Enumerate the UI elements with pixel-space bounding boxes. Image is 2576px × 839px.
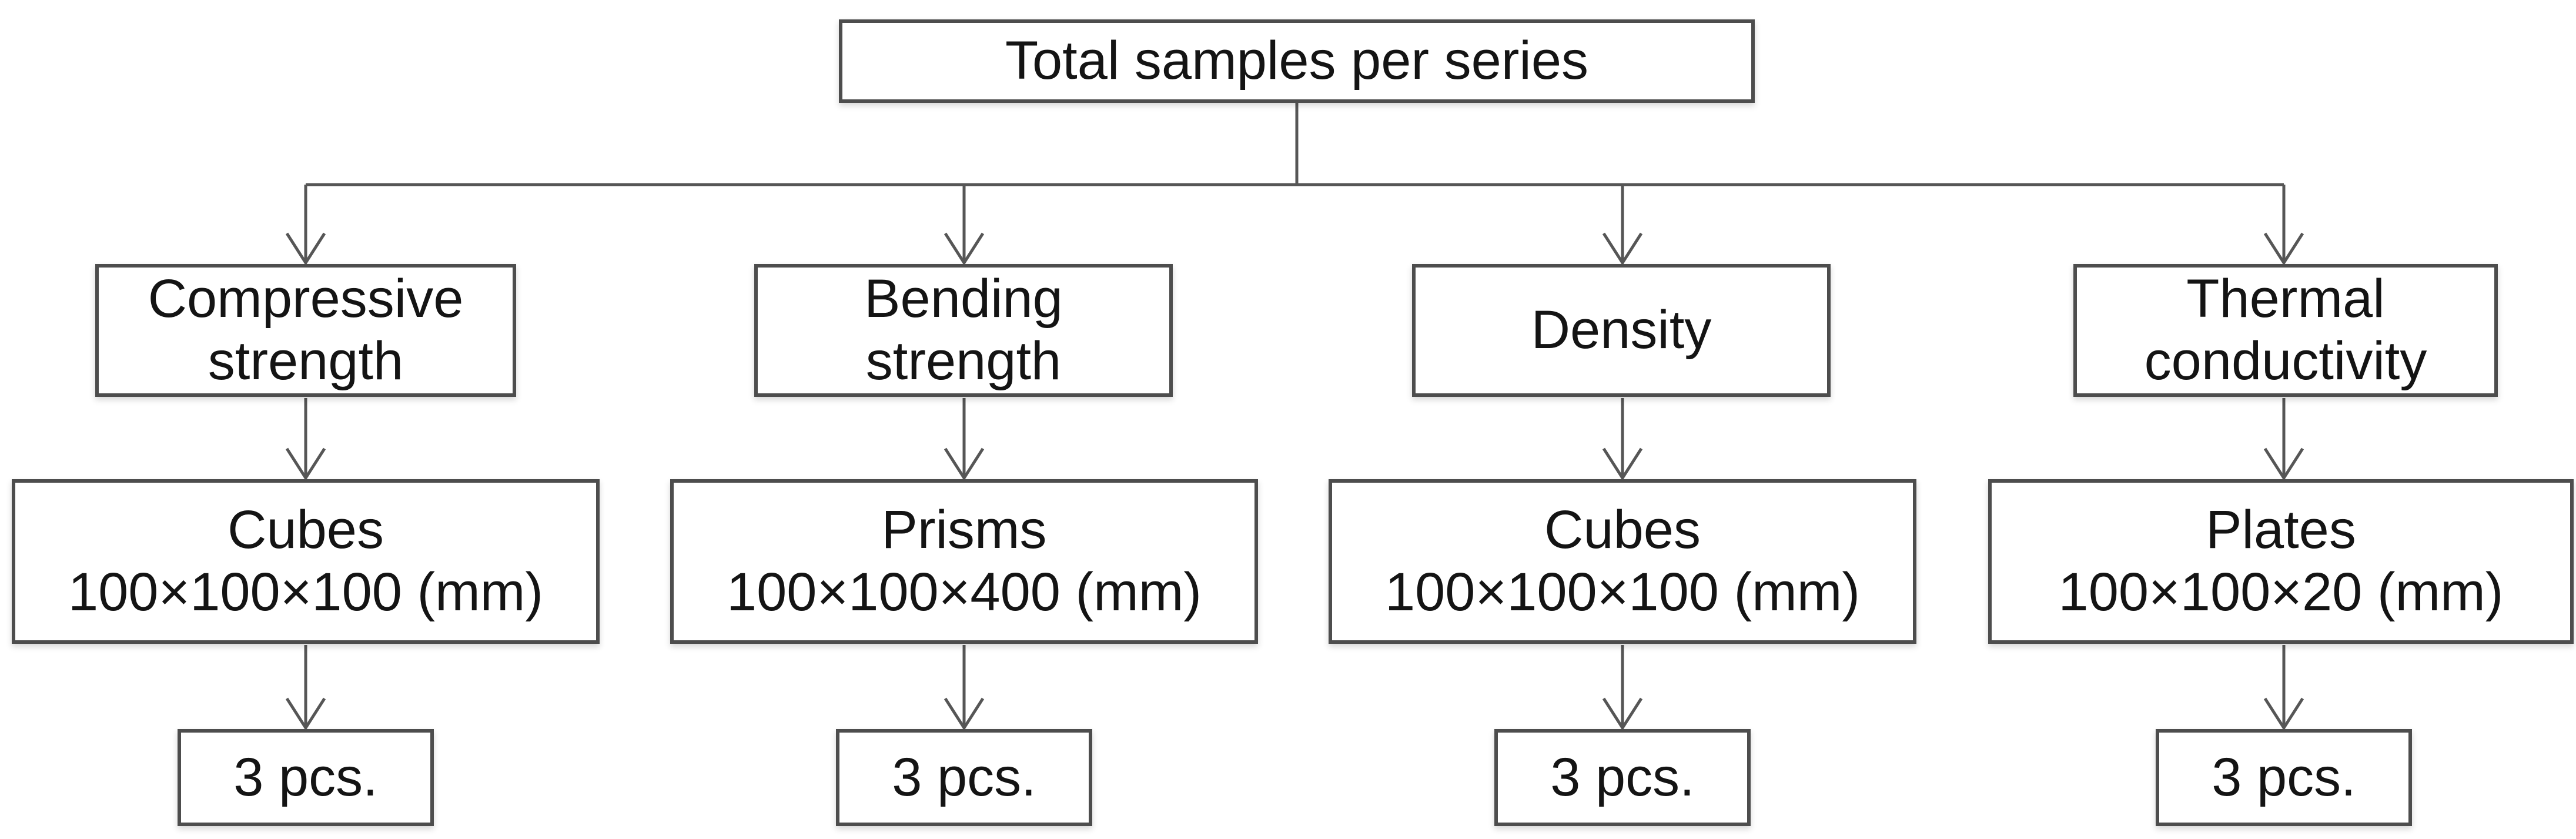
count-box-bending: 3 pcs.	[836, 729, 1092, 826]
test-label-line: Bending	[864, 269, 1063, 329]
test-box-thermal-conductivity: Thermal conductivity	[2073, 264, 2498, 397]
arrow-specimen-to-count-3	[1602, 645, 1643, 731]
arrow-test-to-specimen-3	[1602, 398, 1643, 481]
root-box-total-samples: Total samples per series	[839, 19, 1755, 103]
root-label: Total samples per series	[1005, 31, 1588, 91]
specimen-dimensions: 100×100×20 (mm)	[2058, 562, 2504, 622]
specimen-dimensions: 100×100×400 (mm)	[726, 562, 1202, 622]
specimen-dimensions: 100×100×100 (mm)	[68, 562, 544, 622]
count-label: 3 pcs.	[1550, 747, 1695, 807]
count-label: 3 pcs.	[233, 747, 378, 807]
test-label-line: strength	[208, 331, 404, 391]
arrow-specimen-to-count-4	[2263, 645, 2304, 731]
specimen-dimensions: 100×100×100 (mm)	[1384, 562, 1861, 622]
count-label: 3 pcs.	[892, 747, 1036, 807]
arrow-to-test-3	[1602, 185, 1643, 266]
arrow-to-test-1	[285, 185, 326, 266]
arrow-specimen-to-count-2	[944, 645, 985, 731]
arrow-to-test-4	[2263, 185, 2304, 266]
specimen-type: Plates	[2206, 500, 2356, 560]
test-label-line: strength	[865, 331, 1062, 391]
count-box-compressive: 3 pcs.	[178, 729, 434, 826]
specimen-box-prisms-bending: Prisms 100×100×400 (mm)	[670, 479, 1258, 644]
arrow-test-to-specimen-2	[944, 398, 985, 481]
test-label-line: Thermal	[2186, 269, 2385, 329]
test-box-bending-strength: Bending strength	[754, 264, 1173, 397]
test-label-line: Density	[1531, 300, 1712, 360]
specimen-box-cubes-compressive: Cubes 100×100×100 (mm)	[12, 479, 600, 644]
arrow-specimen-to-count-1	[285, 645, 326, 731]
count-label: 3 pcs.	[2212, 747, 2356, 807]
arrow-test-to-specimen-4	[2263, 398, 2304, 481]
arrow-test-to-specimen-1	[285, 398, 326, 481]
specimen-type: Prisms	[881, 500, 1047, 560]
arrow-to-test-2	[944, 185, 985, 266]
test-label-line: conductivity	[2144, 331, 2427, 391]
specimen-type: Cubes	[228, 500, 384, 560]
specimen-type: Cubes	[1544, 500, 1701, 560]
specimen-box-cubes-density: Cubes 100×100×100 (mm)	[1329, 479, 1916, 644]
test-box-density: Density	[1412, 264, 1831, 397]
count-box-thermal: 3 pcs.	[2156, 729, 2412, 826]
specimen-box-plates-thermal: Plates 100×100×20 (mm)	[1988, 479, 2574, 644]
count-box-density: 3 pcs.	[1494, 729, 1751, 826]
test-label-line: Compressive	[148, 269, 464, 329]
test-box-compressive-strength: Compressive strength	[95, 264, 516, 397]
